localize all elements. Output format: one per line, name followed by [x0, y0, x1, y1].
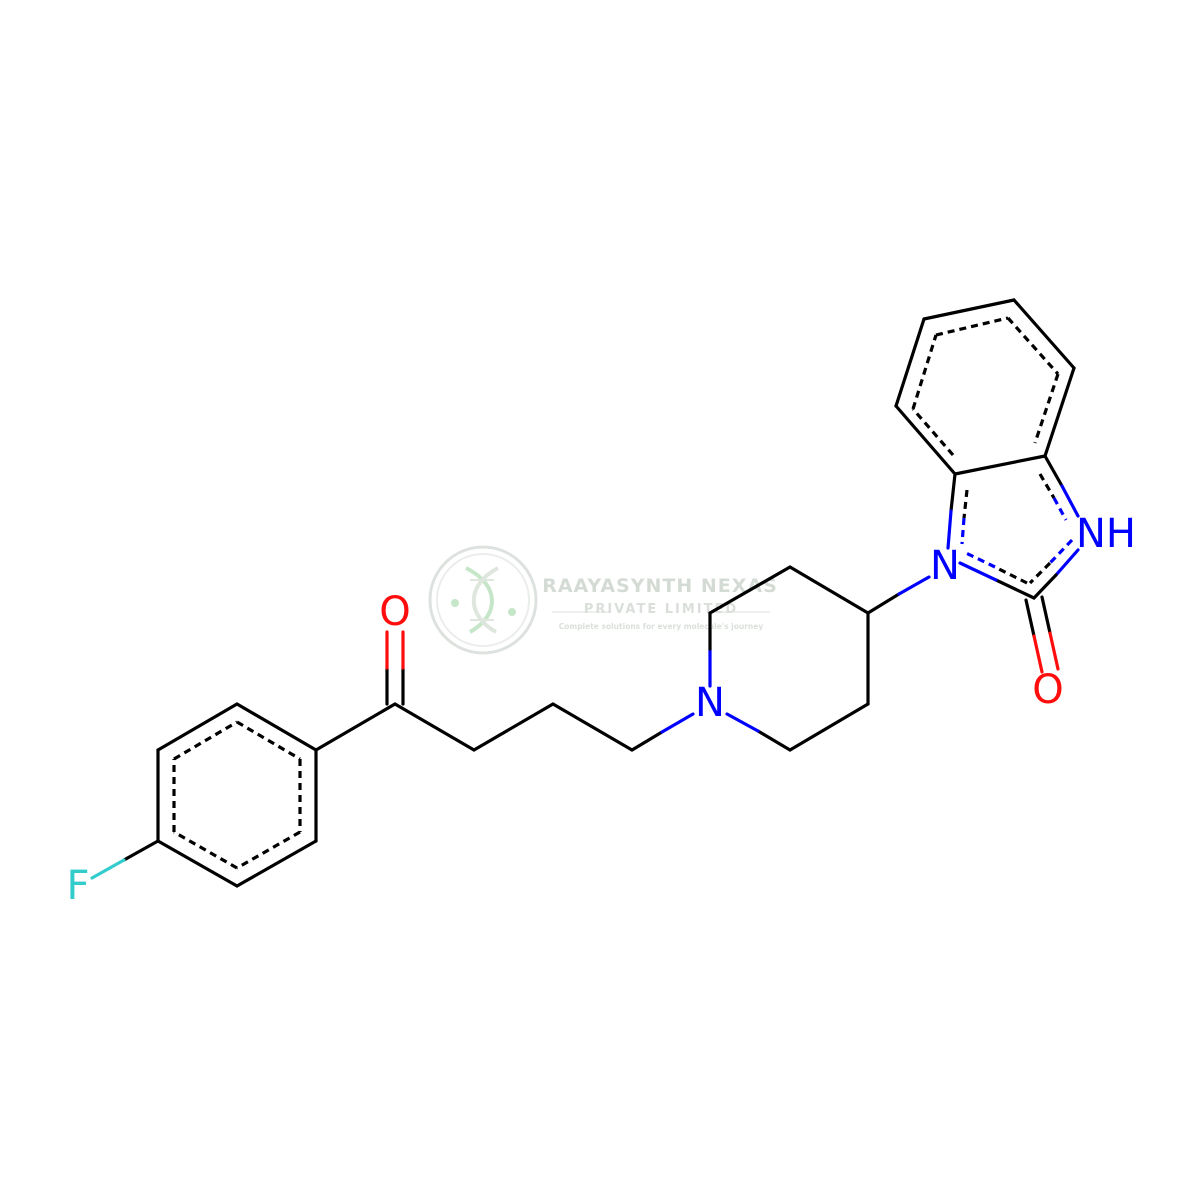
aromatic-bond — [1033, 373, 1060, 444]
bond — [946, 509, 953, 550]
bond — [393, 702, 476, 752]
bond — [314, 702, 397, 752]
company-watermark: RAAYASYNTH NEXAS PRIVATE LIMITED Complet… — [428, 545, 778, 655]
aromatic-bond — [911, 334, 938, 410]
bond — [756, 729, 792, 752]
bond — [788, 702, 870, 752]
bond — [866, 592, 901, 615]
bond — [122, 839, 160, 862]
aromatic-bond — [236, 720, 301, 761]
aromatic-bond — [965, 551, 996, 569]
bond — [235, 839, 318, 888]
aromatic-bond — [236, 830, 301, 870]
aromatic-bond — [1052, 497, 1068, 521]
bond — [958, 561, 998, 582]
bond — [1048, 631, 1060, 671]
watermark-subtitle: PRIVATE LIMITED — [584, 602, 738, 617]
bond — [660, 712, 695, 734]
bond — [1054, 548, 1080, 577]
atom-label-fluorine: F — [66, 863, 89, 909]
bond — [630, 730, 664, 752]
atom-label-piperidine-nitrogen: N — [695, 680, 725, 726]
bond — [90, 858, 126, 880]
bond — [953, 454, 1047, 476]
aromatic-bond — [1048, 538, 1074, 565]
bond — [949, 472, 957, 513]
aromatic-bond — [173, 720, 238, 761]
aromatic-bond — [935, 316, 1009, 337]
bond — [156, 702, 239, 752]
aromatic-bond — [994, 565, 1028, 585]
watermark-company-name: RAAYASYNTH NEXAS — [542, 575, 778, 597]
bond — [894, 404, 957, 476]
watermark-tagline: Complete solutions for every molecule's … — [559, 622, 764, 631]
bond — [472, 702, 555, 752]
bond — [788, 565, 870, 615]
aromatic-bond — [962, 489, 969, 519]
aromatic-bond — [1006, 316, 1060, 376]
bond — [894, 317, 926, 408]
bond — [922, 298, 1016, 321]
bond — [1024, 598, 1036, 638]
aromatic-bond — [960, 517, 966, 545]
bond — [897, 575, 931, 596]
bond — [1032, 573, 1058, 600]
bond — [156, 839, 239, 888]
bond — [235, 702, 318, 752]
atom-label-layer: F O N N NH O — [66, 511, 1136, 909]
atom-label-ketone-oxygen: O — [379, 589, 410, 635]
atom-label-carbonyl-oxygen: O — [1032, 667, 1063, 713]
bond — [1012, 298, 1076, 370]
aromatic-bond — [173, 830, 238, 870]
bond — [551, 702, 634, 752]
bond — [1032, 634, 1044, 674]
bond — [1060, 484, 1080, 518]
watermark-logo-icon — [428, 545, 538, 655]
bond — [994, 578, 1036, 600]
atom-label-benzimidazolone-nh: NH — [1076, 511, 1136, 557]
aromatic-bond — [911, 407, 955, 457]
atom-label-benzimidazolone-n1: N — [930, 543, 960, 589]
bond — [1043, 454, 1064, 488]
bond — [725, 712, 760, 733]
bond — [1043, 366, 1076, 458]
bond — [1040, 595, 1052, 635]
aromatic-bond — [1028, 561, 1052, 585]
bond — [708, 565, 792, 615]
aromatic-bond — [1038, 473, 1056, 499]
bond-layer — [90, 298, 1080, 888]
